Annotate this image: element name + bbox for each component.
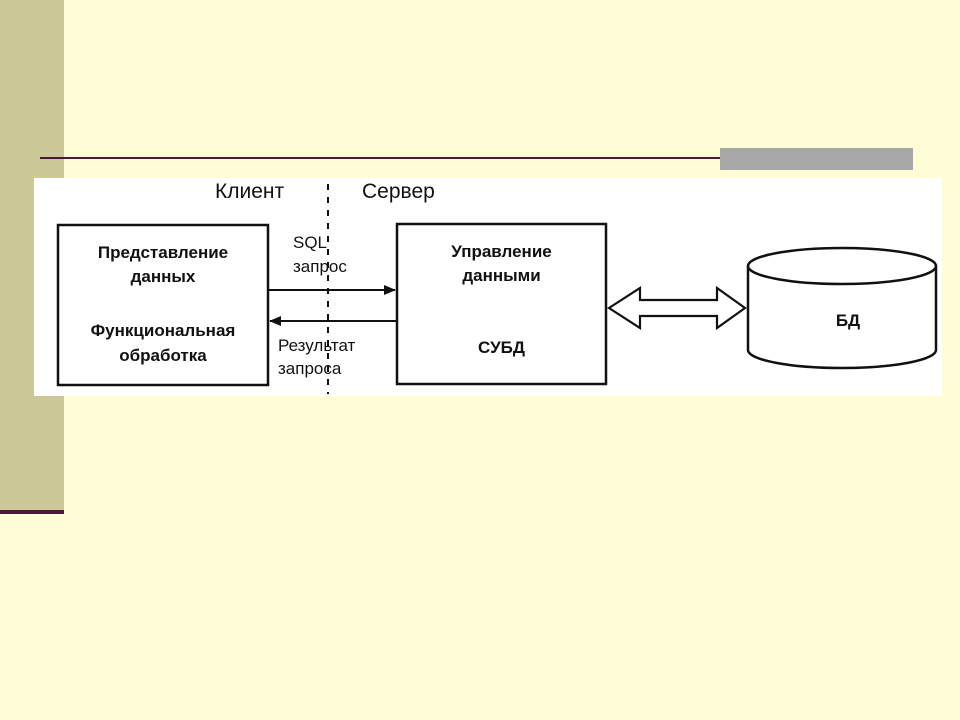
server-db-double-arrow [606, 285, 747, 331]
slide-left-bar-line [0, 510, 64, 514]
server-node-line-3: СУБД [478, 338, 525, 357]
server-node-line-1: Управление [451, 242, 552, 261]
request-label-line-2: запрос [293, 257, 347, 276]
request-label-line-1: SQL [293, 233, 328, 252]
title-accent-block [720, 148, 913, 170]
response-label-line-1: Результат [278, 336, 356, 355]
client-node-line-4: обработка [119, 346, 207, 365]
client-node-box [56, 223, 270, 387]
title-rule [40, 157, 913, 159]
diagram-canvas [56, 184, 938, 394]
db-node-cylinder [746, 246, 938, 370]
server-node-box [395, 222, 608, 386]
client-node-line-2: данных [130, 267, 196, 286]
db-node-label: БД [835, 311, 861, 330]
response-label-line-2: запроса [278, 359, 342, 378]
client-node-line-3: Функциональная [90, 321, 236, 340]
server-node-line-2: данными [462, 266, 541, 285]
client-server-diagram: Клиент Сервер Представление данных Функц… [34, 178, 942, 396]
client-region-label: Клиент [215, 180, 285, 203]
client-node-line-1: Представление [97, 243, 229, 262]
server-region-label: Сервер [362, 180, 435, 203]
